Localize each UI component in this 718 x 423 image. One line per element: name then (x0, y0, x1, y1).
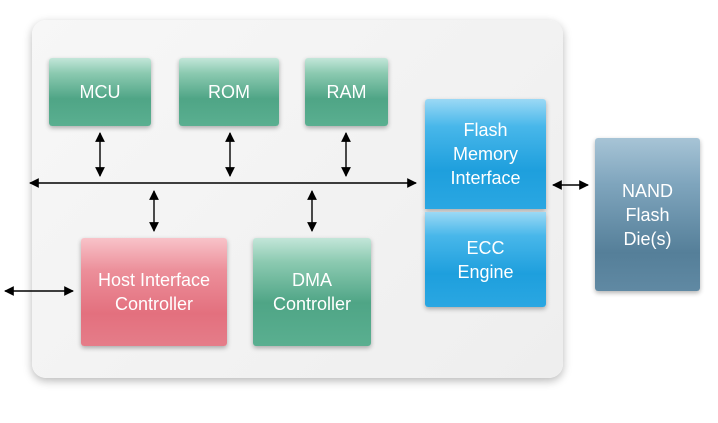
nand-flash-die-label: NAND Flash Die(s) (621, 180, 673, 249)
mcu-block: MCU (49, 58, 151, 126)
rom-block: ROM (179, 58, 279, 126)
ecc-engine-block: ECC Engine (425, 212, 546, 307)
mcu-label: MCU (79, 82, 121, 102)
flash-memory-interface-label: Flash Memory Interface (450, 120, 521, 188)
ecc-engine-label: ECC Engine (457, 237, 514, 282)
nand-flash-die-block: NAND Flash Die(s) (595, 138, 700, 291)
host-interface-controller-block: Host Interface Controller (81, 238, 227, 346)
dma-controller-label: DMA Controller (272, 270, 352, 314)
flash-memory-interface-block: Flash Memory Interface (425, 99, 546, 209)
ram-label: RAM (326, 82, 367, 102)
ram-block: RAM (305, 58, 388, 126)
host-interface-controller-label: Host Interface Controller (97, 270, 211, 314)
dma-controller-block: DMA Controller (253, 238, 371, 346)
rom-label: ROM (208, 82, 250, 102)
